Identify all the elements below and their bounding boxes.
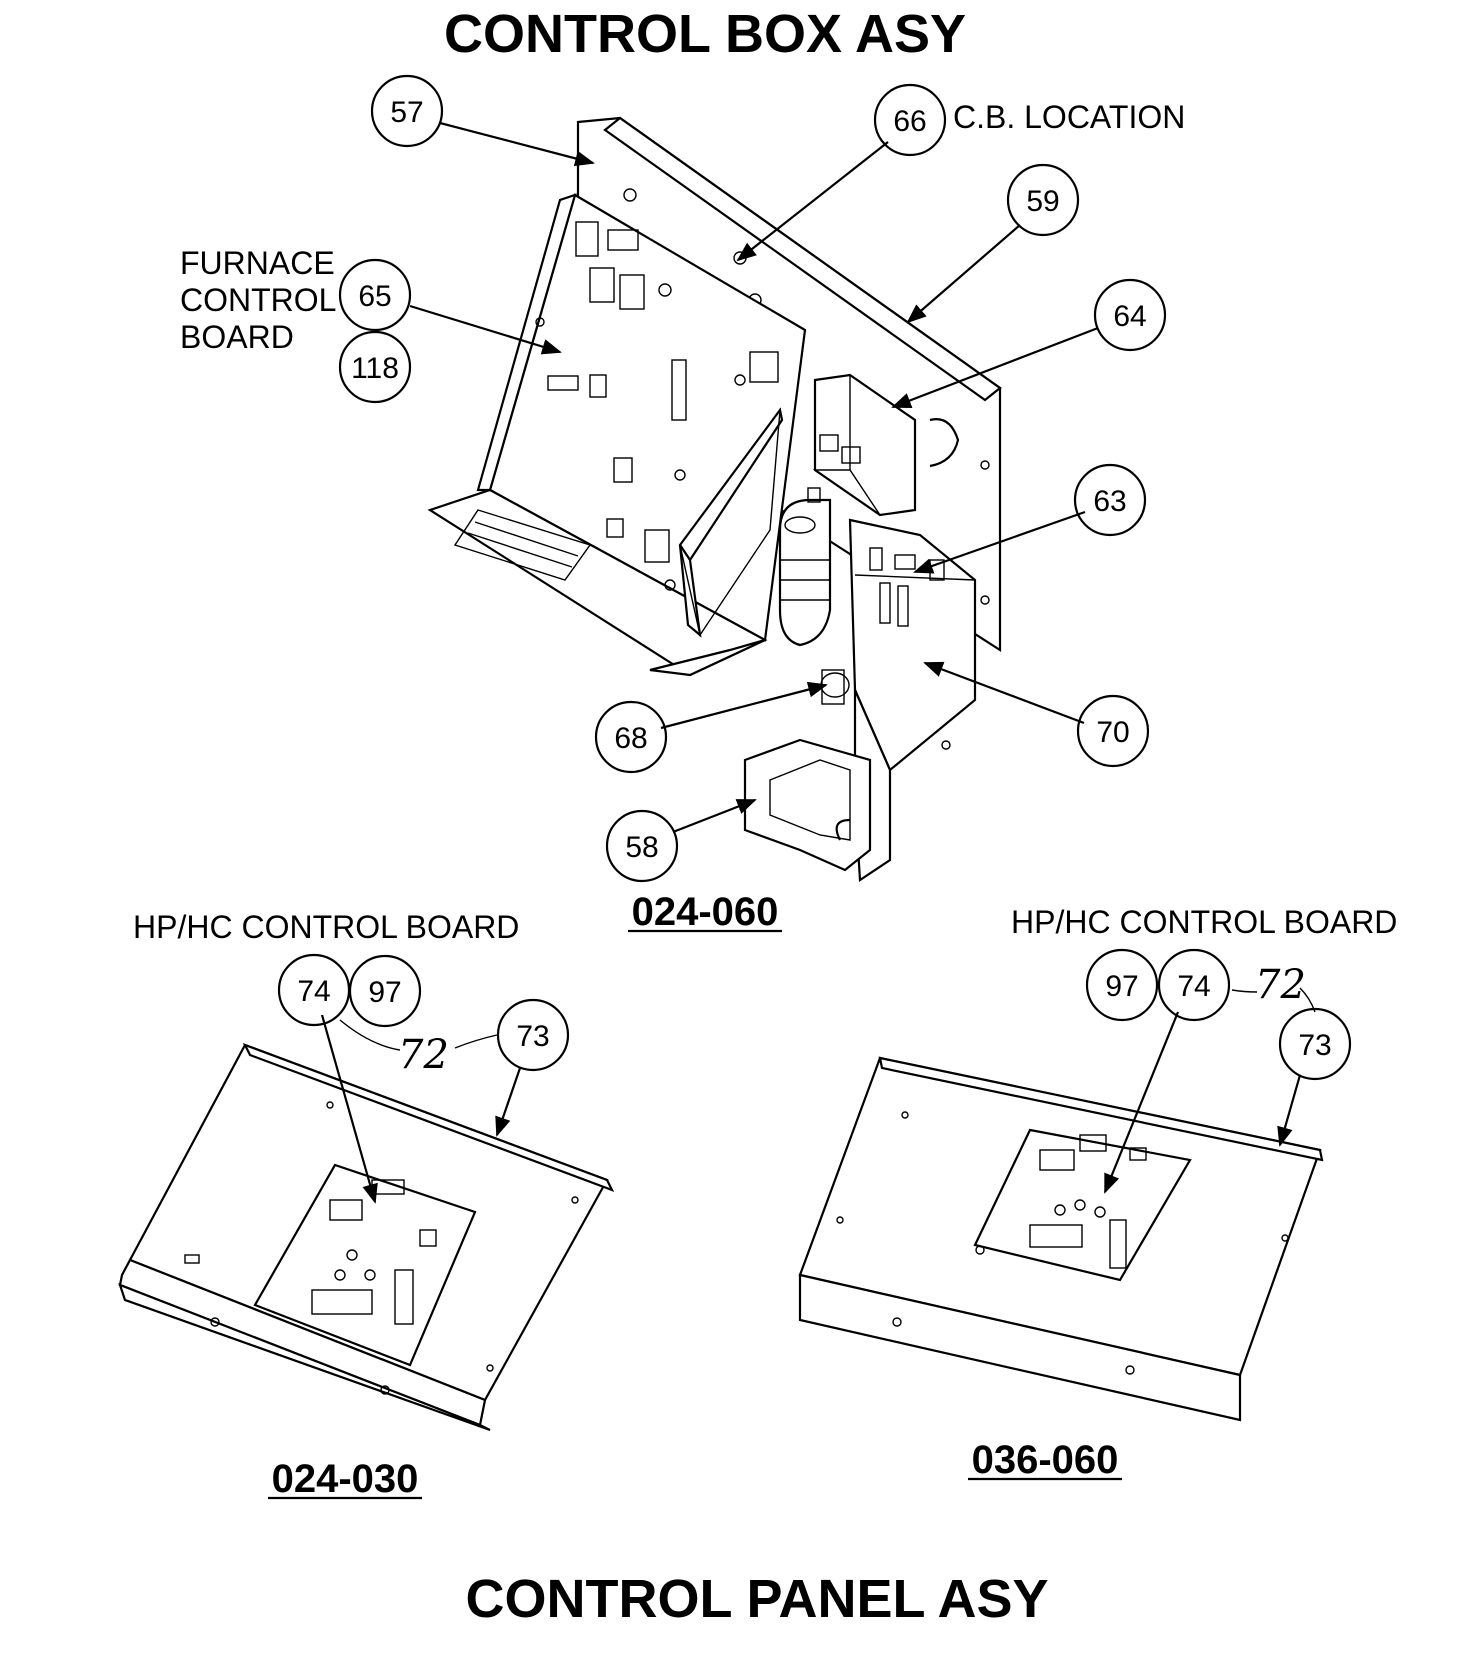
svg-text:70: 70 xyxy=(1096,716,1129,749)
control-box-drawing xyxy=(427,116,1002,882)
svg-text:73: 73 xyxy=(516,1020,549,1053)
top-title: CONTROL BOX ASY xyxy=(444,4,966,64)
furnace-label-line1: FURNACE xyxy=(180,245,335,281)
callout-66: 66 xyxy=(873,83,947,157)
callout-57: 57 xyxy=(370,74,444,148)
svg-text:64: 64 xyxy=(1113,300,1146,333)
control-box-callouts: 57 66 59 65 118 64 63 68 xyxy=(338,74,1167,883)
callout-left-73: 73 xyxy=(496,998,570,1072)
hphc-label-left: HP/HC CONTROL BOARD xyxy=(133,909,519,945)
svg-text:65: 65 xyxy=(358,280,391,313)
control-box-leaders xyxy=(409,121,1099,834)
svg-text:58: 58 xyxy=(625,831,658,864)
callout-right-74: 74 xyxy=(1157,948,1231,1022)
svg-text:73: 73 xyxy=(1298,1029,1331,1062)
right-panel-callouts: 97 74 73 xyxy=(1085,948,1352,1081)
svg-text:57: 57 xyxy=(390,96,423,129)
svg-text:97: 97 xyxy=(368,976,401,1009)
furnace-label-line3: BOARD xyxy=(180,319,294,355)
callout-68: 68 xyxy=(594,700,668,774)
svg-text:74: 74 xyxy=(297,975,330,1008)
bottom-title: CONTROL PANEL ASY xyxy=(465,1569,1048,1629)
callout-right-97: 97 xyxy=(1085,948,1159,1022)
callout-64: 64 xyxy=(1093,278,1167,352)
callout-118: 118 xyxy=(338,330,412,404)
callout-left-97: 97 xyxy=(348,954,422,1028)
left-panel-leaders xyxy=(320,1014,522,1204)
model-left: 024-030 xyxy=(272,1457,419,1501)
furnace-label-line2: CONTROL xyxy=(180,282,336,318)
callout-65: 65 xyxy=(338,258,412,332)
callout-70: 70 xyxy=(1076,694,1150,768)
callout-59: 59 xyxy=(1006,163,1080,237)
right-panel-leaders xyxy=(1103,987,1316,1194)
callout-left-74: 74 xyxy=(277,953,351,1027)
handwritten-72-right: 72 xyxy=(1255,962,1306,1008)
right-panel-drawing xyxy=(798,1056,1324,1422)
svg-text:63: 63 xyxy=(1093,485,1126,518)
handwritten-72-left: 72 xyxy=(398,1032,449,1078)
hphc-label-right: HP/HC CONTROL BOARD xyxy=(1011,904,1397,940)
callout-58: 58 xyxy=(605,809,679,883)
left-panel-callouts: 74 97 73 xyxy=(277,953,570,1072)
svg-text:59: 59 xyxy=(1026,185,1059,218)
svg-text:66: 66 xyxy=(893,105,926,138)
svg-text:118: 118 xyxy=(351,352,399,385)
left-panel-drawing xyxy=(118,1042,615,1432)
svg-text:68: 68 xyxy=(614,722,647,755)
model-right: 036-060 xyxy=(972,1438,1119,1482)
svg-text:97: 97 xyxy=(1105,970,1138,1003)
model-box: 024-060 xyxy=(632,890,779,934)
svg-text:74: 74 xyxy=(1177,970,1210,1003)
callout-right-73: 73 xyxy=(1278,1007,1352,1081)
callout-63: 63 xyxy=(1073,463,1147,537)
cb-location-label: C.B. LOCATION xyxy=(953,99,1185,135)
